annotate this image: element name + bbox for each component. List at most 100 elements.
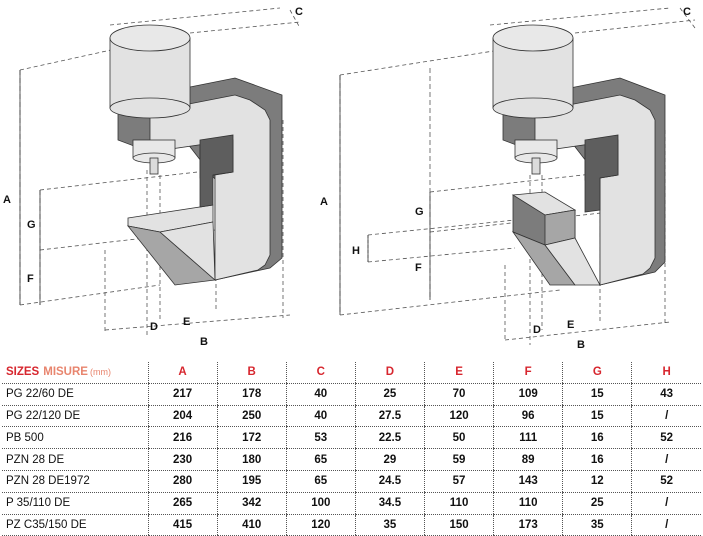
value-cell: 34.5 [354,492,425,515]
column-header: A [147,362,218,384]
header-sizes: SIZES [6,366,40,379]
value-cell: 120 [285,514,356,536]
value-cell: / [631,492,701,515]
press-dimension-diagram: A G F C D E B A G H F C D E B [3,6,696,351]
column-header: E [423,362,494,384]
header-misure: MISURE [43,366,88,379]
dim-label-H-right: H [352,245,360,257]
dim-label-F-left: F [27,273,34,285]
value-cell: 180 [216,448,287,471]
value-cell: 57 [423,470,494,493]
value-cell: 43 [631,383,701,406]
value-cell: / [631,514,701,536]
column-header: H [631,362,701,384]
value-cell: 111 [493,426,563,450]
value-cell: 59 [423,448,494,471]
value-cell: 173 [493,514,563,536]
value-cell: 110 [493,492,563,515]
model-cell: PG 22/60 DE [2,383,148,406]
model-cell: PZN 28 DE [2,448,148,471]
value-cell: 53 [285,426,356,450]
value-cell: / [631,405,701,428]
value-cell: 15 [562,383,632,406]
model-cell: PB 500 [2,426,148,450]
value-cell: 29 [354,448,425,471]
press-right [492,24,666,286]
value-cell: 172 [216,426,287,450]
value-cell: 40 [285,405,356,428]
value-cell: 204 [147,405,218,428]
value-cell: / [631,448,701,471]
press-left [109,24,283,286]
value-cell: 230 [147,448,218,471]
value-cell: 40 [285,383,356,406]
dim-label-B-left: B [200,336,208,348]
value-cell: 89 [493,448,563,471]
value-cell: 22.5 [354,426,425,450]
value-cell: 65 [285,470,356,493]
model-cell: P 35/110 DE [2,492,148,515]
column-header: D [354,362,425,384]
value-cell: 35 [354,514,425,536]
dim-label-C-right: C [683,6,691,18]
value-cell: 178 [216,383,287,406]
model-cell: PG 22/120 DE [2,405,148,428]
value-cell: 52 [631,426,701,450]
value-cell: 70 [423,383,494,406]
dim-label-D-right: D [533,324,541,336]
value-cell: 12 [562,470,632,493]
dim-label-F-right: F [415,262,422,274]
value-cell: 150 [423,514,494,536]
value-cell: 25 [562,492,632,515]
dim-label-A-left: A [3,194,11,206]
dim-label-B-right: B [577,339,585,351]
dim-label-A-right: A [320,196,328,208]
value-cell: 52 [631,470,701,493]
value-cell: 265 [147,492,218,515]
value-cell: 50 [423,426,494,450]
value-cell: 24.5 [354,470,425,493]
dim-label-D-left: D [150,321,158,333]
dim-label-C-left: C [295,6,303,18]
value-cell: 415 [147,514,218,536]
value-cell: 96 [493,405,563,428]
column-header: F [493,362,563,384]
value-cell: 15 [562,405,632,428]
value-cell: 100 [285,492,356,515]
column-header: G [562,362,632,384]
value-cell: 25 [354,383,425,406]
value-cell: 16 [562,448,632,471]
column-header: B [216,362,287,384]
value-cell: 109 [493,383,563,406]
value-cell: 65 [285,448,356,471]
model-cell: PZ C35/150 DE [2,514,148,536]
dim-label-G-right: G [415,206,424,218]
dim-label-E-left: E [183,316,190,328]
dim-label-E-right: E [567,319,574,331]
value-cell: 217 [147,383,218,406]
column-header: C [285,362,356,384]
value-cell: 195 [216,470,287,493]
value-cell: 250 [216,405,287,428]
value-cell: 280 [147,470,218,493]
value-cell: 410 [216,514,287,536]
value-cell: 35 [562,514,632,536]
model-cell: PZN 28 DE1972 [2,470,148,493]
value-cell: 342 [216,492,287,515]
value-cell: 110 [423,492,494,515]
header-unit: (mm) [89,367,111,378]
dim-label-G-left: G [27,219,36,231]
value-cell: 143 [493,470,563,493]
value-cell: 27.5 [354,405,425,428]
